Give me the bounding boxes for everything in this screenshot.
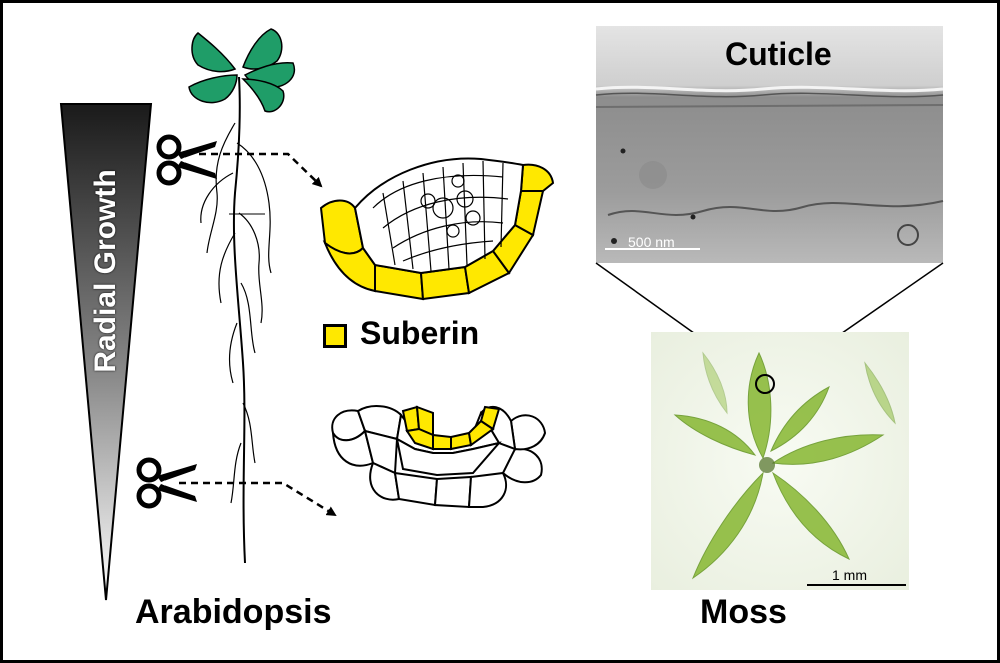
scissors-icon bbox=[136, 457, 197, 509]
lower-cut-arrow bbox=[179, 481, 337, 517]
suberin-legend-label: Suberin bbox=[360, 315, 480, 351]
arabidopsis-rosette bbox=[188, 28, 296, 113]
lower-root-cross-section bbox=[331, 405, 547, 509]
photo-scale-label: 1 mm bbox=[832, 567, 867, 583]
suberin-legend-swatch bbox=[323, 324, 347, 348]
arabidopsis-label: Arabidopsis bbox=[135, 593, 332, 631]
zoom-marker-circle bbox=[755, 374, 775, 394]
moss-photograph bbox=[651, 332, 909, 590]
arabidopsis-root bbox=[200, 76, 272, 564]
electron-micrograph bbox=[595, 26, 944, 263]
radial-growth-wedge bbox=[59, 103, 153, 601]
moss-label: Moss bbox=[700, 593, 787, 631]
figure-graphics bbox=[59, 26, 944, 601]
scissors-icon bbox=[156, 134, 217, 186]
upper-root-cross-section bbox=[319, 157, 555, 301]
cuticle-label: Cuticle bbox=[725, 36, 832, 72]
em-scale-label: 500 nm bbox=[628, 234, 675, 250]
upper-cut-arrow bbox=[199, 152, 323, 188]
